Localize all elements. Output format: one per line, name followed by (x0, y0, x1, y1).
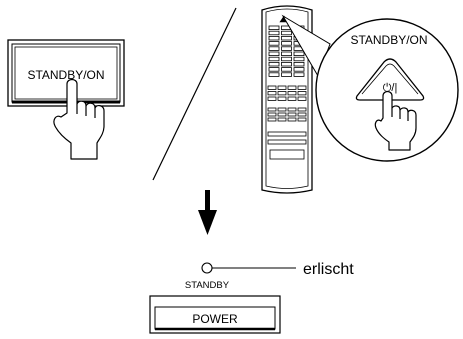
remote-key (293, 51, 305, 56)
remote-key (281, 41, 292, 46)
remote-key (267, 107, 277, 112)
remote-key (281, 56, 292, 62)
indicator-status-text: erlischt (303, 261, 354, 278)
remote-key (287, 117, 297, 122)
remote-key (297, 107, 307, 112)
left-pressing-hand-icon (53, 78, 105, 160)
remote-key (267, 117, 277, 122)
remote-key (297, 117, 307, 122)
remote-key (268, 46, 280, 51)
remote-key (268, 25, 280, 30)
remote-key (268, 67, 280, 72)
remote-key (297, 112, 307, 117)
remote-key (268, 72, 280, 77)
remote-key (293, 56, 305, 62)
remote-key (267, 91, 277, 96)
remote-key (267, 96, 277, 101)
remote-key (287, 85, 297, 90)
remote-key (267, 139, 307, 145)
callout-pressing-hand-icon (374, 90, 417, 151)
power-button: POWER (149, 295, 281, 334)
remote-key (297, 85, 307, 90)
remote-key (277, 112, 287, 117)
remote-key (268, 56, 280, 62)
remote-key (267, 131, 307, 137)
remote-key (267, 112, 277, 117)
separator-line (152, 7, 237, 181)
remote-key (269, 149, 305, 160)
remote-key (268, 41, 280, 46)
remote-key (281, 72, 292, 77)
left-standby-button: STANDBY/ON (7, 39, 125, 107)
remote-key (297, 91, 307, 96)
power-button-label: POWER (192, 312, 238, 326)
remote-key (277, 96, 287, 101)
remote-key (287, 91, 297, 96)
remote-key (281, 46, 292, 51)
remote-key (281, 62, 292, 67)
left-standby-label: STANDBY/ON (27, 68, 104, 82)
remote-key (268, 51, 280, 56)
remote-key (267, 85, 277, 90)
remote-key (277, 117, 287, 122)
remote-key (268, 36, 280, 41)
remote-key (287, 107, 297, 112)
standby-indicator: STANDBY erlischt (185, 261, 354, 291)
remote-key (281, 36, 292, 41)
remote-key (268, 62, 280, 67)
remote-key (293, 67, 305, 72)
remote-key (281, 51, 292, 56)
remote-key (287, 112, 297, 117)
remote-key (297, 96, 307, 101)
remote-key (277, 91, 287, 96)
remote-key (277, 85, 287, 90)
standby-indicator-label: STANDBY (185, 280, 230, 291)
standby-led-icon (201, 262, 213, 274)
remote-key (281, 67, 292, 72)
remote-key (281, 30, 292, 36)
remote-key (268, 30, 280, 36)
remote-key (277, 107, 287, 112)
callout-standby-label: STANDBY/ON (350, 33, 427, 47)
remote-key (293, 72, 305, 77)
zoom-callout: STANDBY/ON ⏻/| (281, 14, 459, 162)
remote-key (287, 96, 297, 101)
remote-key (293, 62, 305, 67)
down-arrow-icon (198, 190, 217, 235)
remote-control (261, 5, 313, 194)
